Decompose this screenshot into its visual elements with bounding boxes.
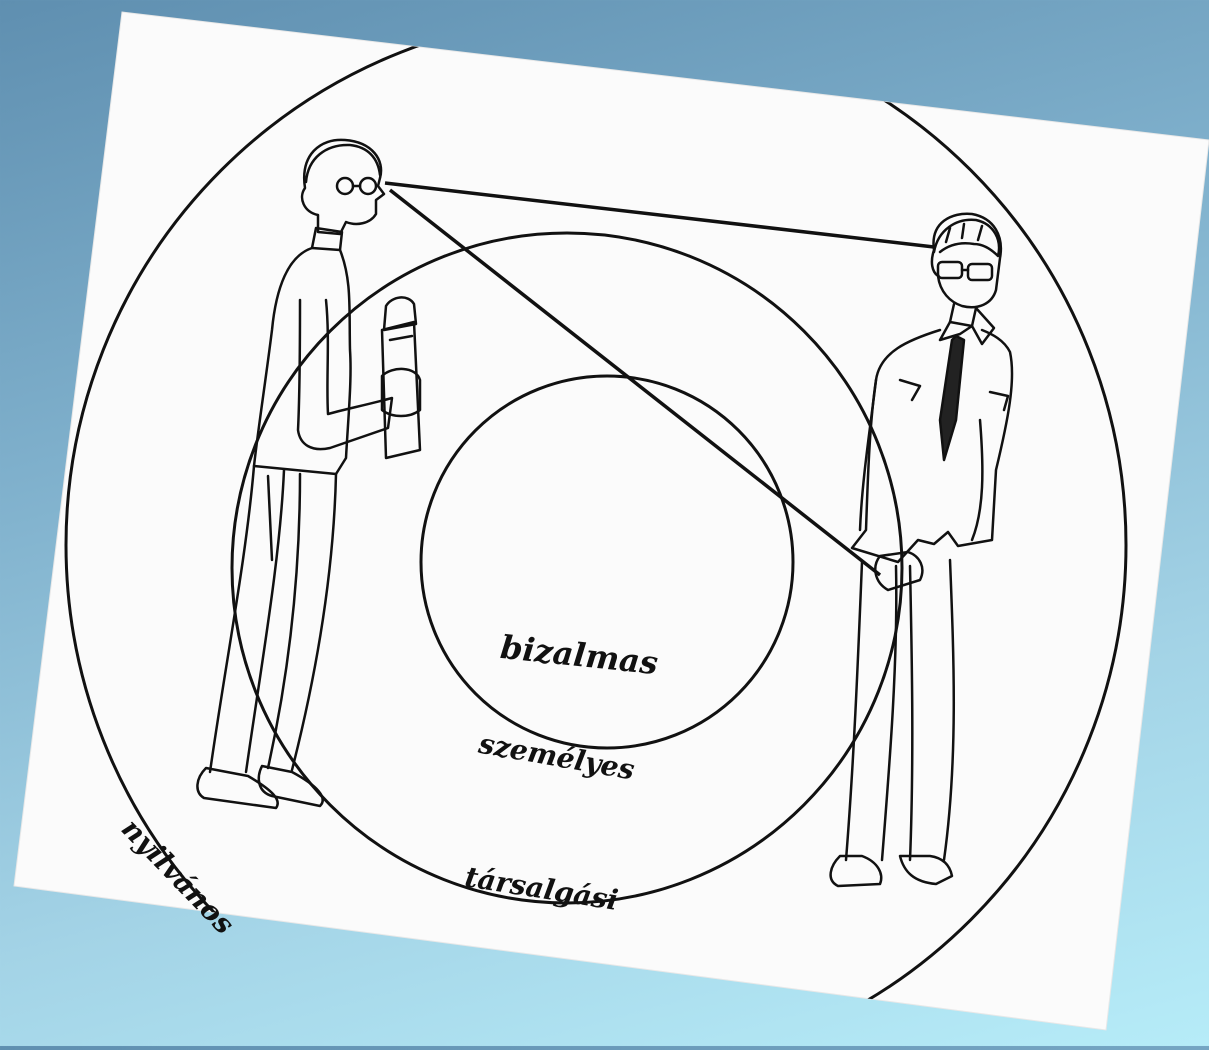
proxemics-diagram: bizalmas személyes társalgási nyilvános	[0, 0, 1209, 1046]
